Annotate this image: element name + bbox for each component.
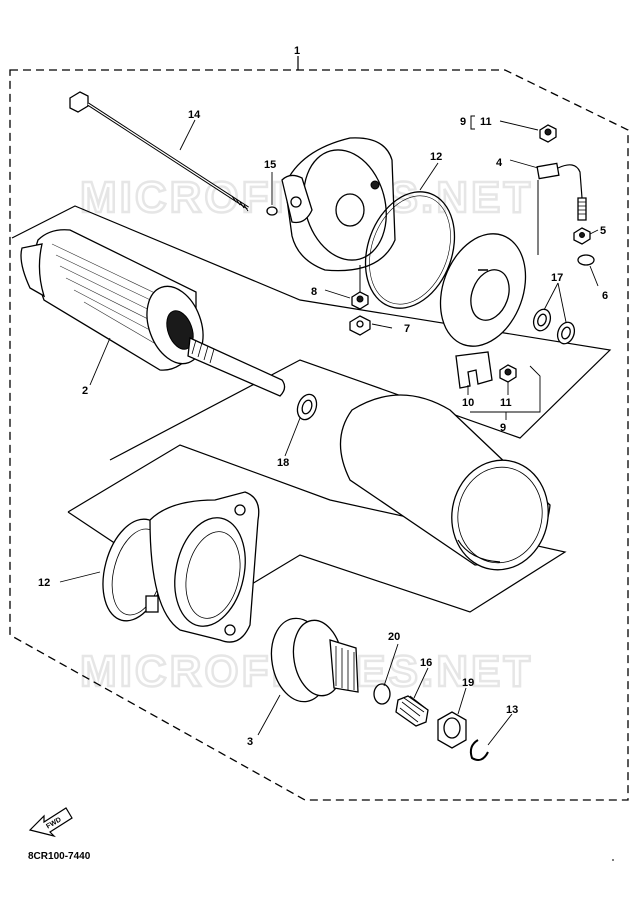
armature-yoke bbox=[20, 229, 286, 397]
callout-14: 14 bbox=[188, 109, 201, 121]
upper-plane-outline bbox=[11, 205, 612, 461]
callout-9-bottom: 9 bbox=[500, 422, 506, 434]
callout-1: 1 bbox=[294, 45, 300, 57]
callout-4: 4 bbox=[496, 157, 503, 169]
leader-lines bbox=[59, 119, 599, 746]
nut-8 bbox=[351, 265, 369, 310]
front-bracket bbox=[145, 491, 260, 643]
callout-17: 17 bbox=[551, 272, 563, 284]
scan-dot bbox=[612, 859, 614, 861]
nut-7 bbox=[349, 315, 371, 336]
nut-5 bbox=[573, 227, 591, 245]
callout-16: 16 bbox=[420, 657, 432, 669]
fwd-arrow-icon: FWD bbox=[28, 807, 73, 838]
washers-17 bbox=[532, 308, 576, 345]
callout-6: 6 bbox=[602, 290, 608, 302]
callout-20: 20 bbox=[388, 631, 400, 643]
pinion-clutch-3 bbox=[270, 617, 359, 703]
callout-12-bottom: 12 bbox=[38, 577, 50, 589]
o-ring-15 bbox=[266, 206, 278, 216]
through-bolt bbox=[69, 91, 249, 212]
rear-cover bbox=[281, 137, 396, 272]
callout-3: 3 bbox=[247, 736, 253, 748]
o-ring-12-upper bbox=[364, 191, 456, 309]
callout-9-top: 9 bbox=[460, 116, 466, 128]
washer-6 bbox=[577, 254, 595, 266]
callout-11-bottom: 11 bbox=[500, 397, 512, 409]
nut-11-lower bbox=[499, 364, 517, 383]
stopper-19 bbox=[437, 711, 467, 749]
brush-holder-10 bbox=[455, 351, 493, 389]
brush-plate bbox=[439, 233, 527, 347]
callout-15: 15 bbox=[264, 159, 276, 171]
callout-5: 5 bbox=[600, 225, 606, 237]
washer-18 bbox=[296, 393, 318, 421]
callout-19: 19 bbox=[462, 677, 474, 689]
callout-18: 18 bbox=[277, 457, 289, 469]
callout-7: 7 bbox=[404, 323, 410, 335]
spring-16 bbox=[395, 695, 429, 727]
lead-wire-terminal bbox=[536, 162, 587, 255]
callout-13: 13 bbox=[506, 704, 518, 716]
callout-12-top: 12 bbox=[430, 151, 442, 163]
callout-10: 10 bbox=[462, 397, 474, 409]
callout-8: 8 bbox=[311, 286, 317, 298]
bracket-9-11 bbox=[470, 115, 475, 130]
assembly-boundary bbox=[9, 69, 629, 801]
bolt-11-upper bbox=[539, 124, 557, 143]
washer-20 bbox=[373, 683, 391, 705]
callout-2: 2 bbox=[82, 385, 88, 397]
motor-housing bbox=[339, 394, 551, 571]
callout-11-top: 11 bbox=[480, 116, 492, 128]
reference-code: 8CR100-7440 bbox=[28, 851, 91, 862]
circlip-13 bbox=[469, 739, 489, 761]
